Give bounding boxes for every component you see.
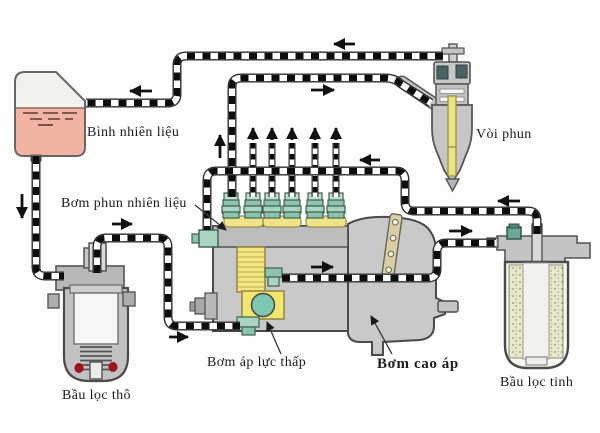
filter-spring — [80, 346, 112, 371]
flow-arrows — [16, 38, 520, 343]
fuel-line-tank-to-coarse-filter — [36, 156, 64, 276]
injector-needle — [447, 95, 457, 177]
label-injector: Vòi phun — [476, 127, 532, 142]
coarse-filter — [47, 242, 136, 383]
label-high-pressure-pump: Bơm cao áp — [377, 356, 459, 372]
delivery-valves — [221, 185, 346, 219]
fuel-tank — [14, 71, 86, 162]
delivery-valve-pads — [223, 215, 347, 228]
injector — [395, 43, 473, 193]
fuel-surface-waves — [23, 112, 77, 126]
label-fine-filter: Bầu lọc tinh — [500, 375, 574, 390]
label-coarse-filter: Bầu lọc thô — [62, 388, 131, 403]
fine-filter — [486, 223, 591, 370]
label-fuel-tank: Bình nhiên liệu — [87, 125, 180, 140]
label-low-pressure-pump: Bơm áp lực thấp — [207, 355, 307, 370]
leader-high-pressure-pump — [370, 315, 393, 355]
leader-low-pressure-pump — [266, 321, 282, 355]
leader-injection-pump — [194, 204, 227, 231]
label-injection-pump: Bơm phun nhiên liệu — [61, 196, 187, 211]
low-pressure-pump — [236, 246, 285, 336]
label-leaders — [194, 204, 393, 355]
